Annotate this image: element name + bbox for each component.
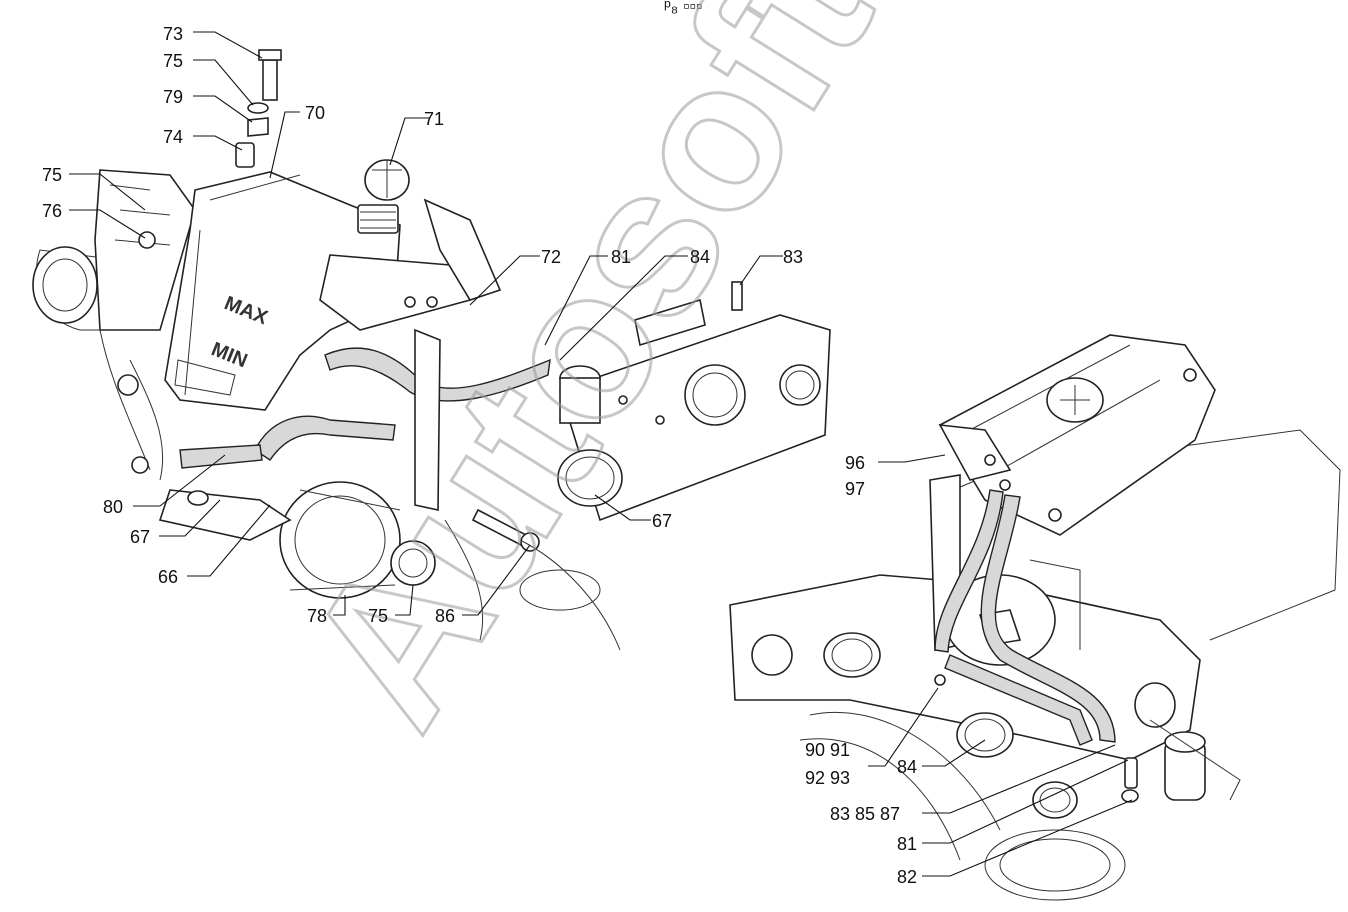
callout-74: 74 xyxy=(163,127,183,147)
header-mark: ᵖ₈ ▫▫▫ xyxy=(664,0,702,16)
left-assembly: MAX MIN xyxy=(32,49,831,651)
callout-75a: 75 xyxy=(163,51,183,71)
right-assembly xyxy=(729,334,1341,901)
callout-75c: 75 xyxy=(368,606,388,626)
callout-83a: 83 xyxy=(783,247,803,267)
callout-97: 97 xyxy=(845,479,865,499)
callout-78: 78 xyxy=(307,606,327,626)
callout-76: 76 xyxy=(42,201,62,221)
callout-84a: 84 xyxy=(690,247,710,267)
callout-67a: 67 xyxy=(130,527,150,547)
callout-96: 96 xyxy=(845,453,865,473)
callout-80: 80 xyxy=(103,497,123,517)
callout-82: 82 xyxy=(897,867,917,887)
callout-73: 73 xyxy=(163,24,183,44)
callout-86: 86 xyxy=(435,606,455,626)
callout-90-91: 90 91 xyxy=(805,740,850,760)
callout-70: 70 xyxy=(305,103,325,123)
callout-66: 66 xyxy=(158,567,178,587)
callout-71: 71 xyxy=(424,109,444,129)
callout-79: 79 xyxy=(163,87,183,107)
callout-92-93: 92 93 xyxy=(805,768,850,788)
callout-84b: 84 xyxy=(897,757,917,777)
callout-75b: 75 xyxy=(42,165,62,185)
callout-labels: 73 75 79 74 75 76 70 71 72 81 84 83 80 6… xyxy=(42,24,917,887)
callout-83-85-87: 83 85 87 xyxy=(830,804,900,824)
callout-67b: 67 xyxy=(652,511,672,531)
leader-lines xyxy=(69,31,1133,877)
callout-72: 72 xyxy=(541,247,561,267)
callout-81a: 81 xyxy=(611,247,631,267)
callout-81b: 81 xyxy=(897,834,917,854)
